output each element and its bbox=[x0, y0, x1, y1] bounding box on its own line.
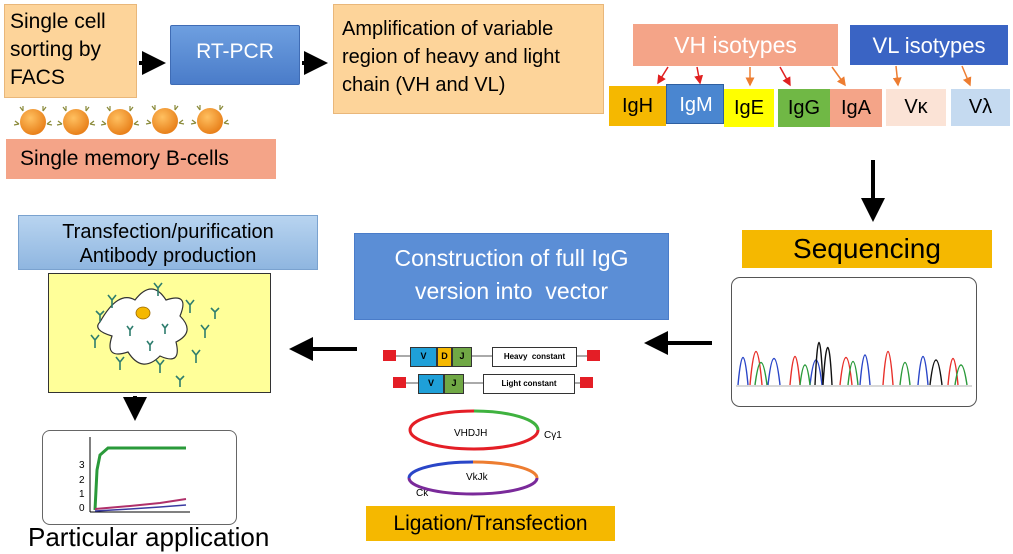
heavy-cassette-d: D bbox=[437, 347, 452, 367]
isotype-igg: IgG bbox=[778, 89, 830, 127]
isotype-vkappa: Vκ bbox=[886, 89, 946, 126]
isotype-iga-label: IgA bbox=[840, 97, 872, 119]
transfection-box: Transfection/purification Antibody produ… bbox=[18, 215, 318, 270]
plasmid2-insert-label: VkJk bbox=[466, 472, 488, 483]
plasmid2-constant-label: Ck bbox=[416, 488, 429, 499]
ligation-box: Ligation/Transfection bbox=[366, 506, 615, 541]
application-ytick-1: 1 bbox=[79, 489, 85, 500]
isotype-vlambda-label: Vλ bbox=[968, 96, 993, 118]
rt-pcr-label: RT-PCR bbox=[196, 40, 274, 63]
isotype-ige-label: IgE bbox=[733, 97, 765, 119]
application-label: Particular application bbox=[28, 522, 270, 552]
isotype-igm-label: IgM bbox=[679, 94, 713, 116]
amplification-box: Amplification of variable region of heav… bbox=[333, 4, 604, 114]
application-ytick-0: 0 bbox=[79, 503, 85, 514]
facs-sorting-label: Single cell sorting by FACS bbox=[10, 10, 106, 89]
rt-pcr-box: RT-PCR bbox=[170, 25, 300, 85]
heavy-cassette-j: J bbox=[452, 347, 472, 367]
light-cassette-red-right bbox=[580, 377, 593, 388]
sequencing-label: Sequencing bbox=[793, 233, 941, 264]
amplification-label: Amplification of variable region of heav… bbox=[342, 18, 560, 96]
heavy-constant-label: Heavy constant bbox=[503, 352, 566, 361]
plasmid-vhdjh bbox=[408, 409, 540, 451]
isotype-ige: IgE bbox=[724, 89, 774, 127]
facs-sorting-box: Single cell sorting by FACS bbox=[4, 4, 137, 98]
transfection-label: Transfection/purification Antibody produ… bbox=[62, 221, 274, 267]
vl-isotypes-box: VL isotypes bbox=[850, 25, 1008, 65]
light-cassette-red-left bbox=[393, 377, 406, 388]
b-cell-icons bbox=[13, 105, 230, 135]
vh-isotypes-label: VH isotypes bbox=[674, 32, 797, 58]
cassette-lines bbox=[396, 355, 587, 384]
construction-label: Construction of full IgG version into ve… bbox=[394, 245, 629, 304]
light-constant: Light constant bbox=[483, 374, 575, 394]
heavy-cassette-red-right bbox=[587, 350, 600, 361]
isotype-vlambda: Vλ bbox=[951, 89, 1010, 126]
application-chart-panel bbox=[42, 430, 237, 525]
chromatogram-traces bbox=[736, 342, 972, 387]
heavy-d-label: D bbox=[441, 351, 448, 361]
application-ytick-3: 3 bbox=[79, 460, 85, 471]
memory-b-cells-label: Single memory B-cells bbox=[20, 147, 229, 170]
light-j-label: J bbox=[451, 378, 457, 388]
application-ytick-2: 2 bbox=[79, 475, 85, 486]
chromatogram-panel bbox=[731, 277, 977, 407]
flow-arrows bbox=[123, 51, 885, 421]
plasmid1-insert-label: VHDJH bbox=[454, 428, 488, 439]
ligation-label: Ligation/Transfection bbox=[393, 512, 588, 535]
light-v-label: V bbox=[427, 378, 434, 388]
b-cell-icon bbox=[145, 105, 185, 134]
application-chart bbox=[89, 437, 190, 513]
b-cell-icon bbox=[190, 105, 230, 134]
vl-isotypes-label: VL isotypes bbox=[872, 33, 986, 58]
light-cassette-v: V bbox=[418, 374, 444, 394]
plasmid1-constant-label: Cγ1 bbox=[544, 430, 562, 441]
light-constant-label: Light constant bbox=[501, 379, 557, 388]
memory-b-cells-box: Single memory B-cells bbox=[6, 139, 276, 179]
isotype-vkappa-label: Vκ bbox=[904, 96, 928, 118]
light-cassette-j: J bbox=[444, 374, 464, 394]
b-cell-icon bbox=[13, 106, 53, 135]
isotype-iga: IgA bbox=[830, 89, 882, 127]
isotype-igm: IgM bbox=[666, 84, 724, 124]
b-cell-icon bbox=[100, 106, 140, 135]
antibody-producing-cell bbox=[90, 282, 220, 387]
heavy-v-label: V bbox=[420, 351, 427, 361]
heavy-constant: Heavy constant bbox=[492, 347, 577, 367]
vh-isotypes-box: VH isotypes bbox=[633, 24, 838, 66]
sequencing-box: Sequencing bbox=[742, 230, 992, 268]
isotype-igh-label: IgH bbox=[621, 95, 654, 117]
heavy-cassette-v: V bbox=[410, 347, 437, 367]
isotype-igg-label: IgG bbox=[787, 97, 821, 119]
heavy-cassette-red-left bbox=[383, 350, 396, 361]
isotype-igh: IgH bbox=[609, 86, 666, 126]
heavy-j-label: J bbox=[459, 351, 465, 361]
plasmid-vkjk bbox=[407, 460, 539, 496]
isotype-arrows bbox=[657, 65, 972, 87]
b-cell-icon bbox=[56, 106, 96, 135]
construction-box: Construction of full IgG version into ve… bbox=[354, 233, 669, 320]
